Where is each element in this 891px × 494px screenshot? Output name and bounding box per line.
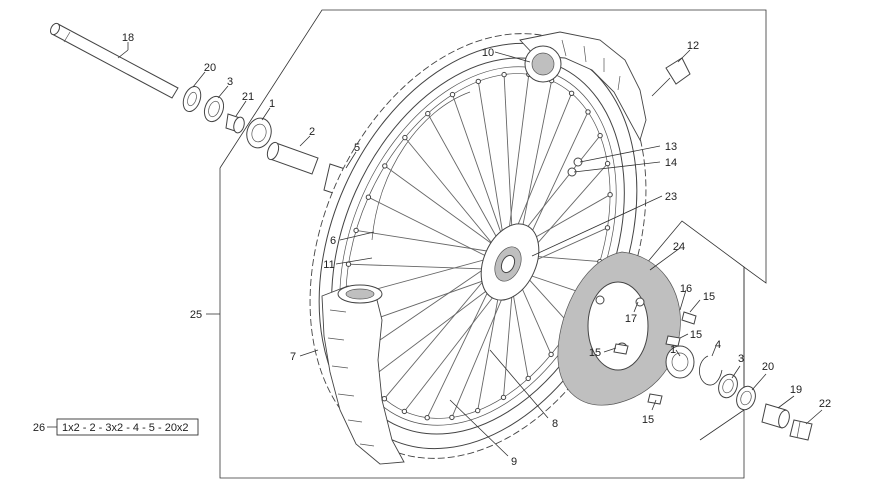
callout-3: 3 [227,76,233,88]
callout-15: 15 [642,414,654,426]
spoke-nipple [475,407,481,414]
spoke-nipple [597,132,603,139]
callout-18: 18 [122,32,134,44]
spoke [477,81,507,255]
callout-15: 15 [703,291,715,303]
kit-contents: 1x2 - 2 - 3x2 - 4 - 5 - 20x2 [62,422,189,434]
spoke-nipple [402,134,408,141]
circlip-4 [699,355,723,386]
spoke-nipple [604,225,611,231]
right-spacer-20 [736,385,756,411]
callout-5: 5 [354,142,360,154]
right-seal-3 [718,373,738,399]
callout-24: 24 [673,241,685,253]
brake-disc [557,251,681,406]
callout-10: 10 [482,47,494,59]
spoke-nipple [607,192,613,198]
callout-12: 12 [687,40,699,52]
callout-labels: 18 20 3 21 1 2 5 10 12 13 14 23 6 11 24 … [33,32,831,468]
leader-lines [47,42,823,457]
spoke-nipple [382,163,388,169]
spoke-nipple [425,110,431,117]
spoke-nipple [525,375,531,382]
kit-box: 1x2 - 2 - 3x2 - 4 - 5 - 20x2 [56,418,199,436]
spacer-tube-2 [266,141,319,175]
spoke-nipple [353,227,359,234]
spoke [384,165,507,255]
right-bearing-1 [665,345,695,379]
spoke-nipple [500,394,507,401]
rim-lock-lower [337,284,383,304]
callout-4: 4 [715,339,721,351]
callout-11: 11 [323,259,334,271]
left-bushing-21 [225,113,245,134]
spoke-nipple [604,160,611,167]
right-bushing-19 [761,403,790,429]
axle-nut-22 [789,419,813,441]
spoke-nipple [381,396,388,402]
rim-band [371,91,471,241]
assembly-outline [219,9,767,479]
hub [480,223,540,301]
spoke [356,229,507,255]
callout-8: 8 [552,418,558,430]
callout-7: 7 [290,351,296,363]
spoke-nipple [568,90,575,97]
valve [651,57,691,97]
callout-20: 20 [204,62,216,74]
callout-23: 23 [665,191,677,203]
callout-13: 13 [665,141,677,153]
spoke-nipple [449,414,455,421]
left-seal-3 [203,95,225,123]
spoke-nipple [424,415,430,421]
rim-lock [524,45,562,83]
callout-16: 16 [680,283,692,295]
spoke-nipple [449,91,456,98]
callout-17: 17 [625,313,637,325]
disc-bolts [613,311,697,405]
callout-15: 15 [589,347,601,359]
spoke-nipple [501,71,507,78]
callout-9: 9 [511,456,517,468]
spoke-nipple [345,261,352,267]
spoke-nipple [365,194,372,200]
callout-2: 2 [309,126,315,138]
callout-3: 3 [738,353,744,365]
spoke-nipple [548,351,554,358]
spoke-nipple [401,408,408,415]
axle [49,22,179,99]
left-bearing-1 [246,117,272,149]
spoke [427,113,507,255]
spoke [505,74,530,255]
spoke-nipples [567,157,583,177]
callout-14: 14 [665,157,677,169]
callout-21: 21 [242,91,254,103]
callout-25: 25 [190,309,202,321]
callout-22: 22 [819,398,831,410]
spoke-nipple [475,78,481,85]
callout-15: 15 [690,329,702,341]
spoke-nipple [585,109,591,115]
callout-1: 1 [269,98,275,110]
callout-19: 19 [790,384,802,396]
callout-6: 6 [330,235,336,247]
callout-1: 1 [670,344,676,356]
left-spacer-20 [182,85,202,113]
callout-26: 26 [33,422,45,434]
callout-20: 20 [762,361,774,373]
